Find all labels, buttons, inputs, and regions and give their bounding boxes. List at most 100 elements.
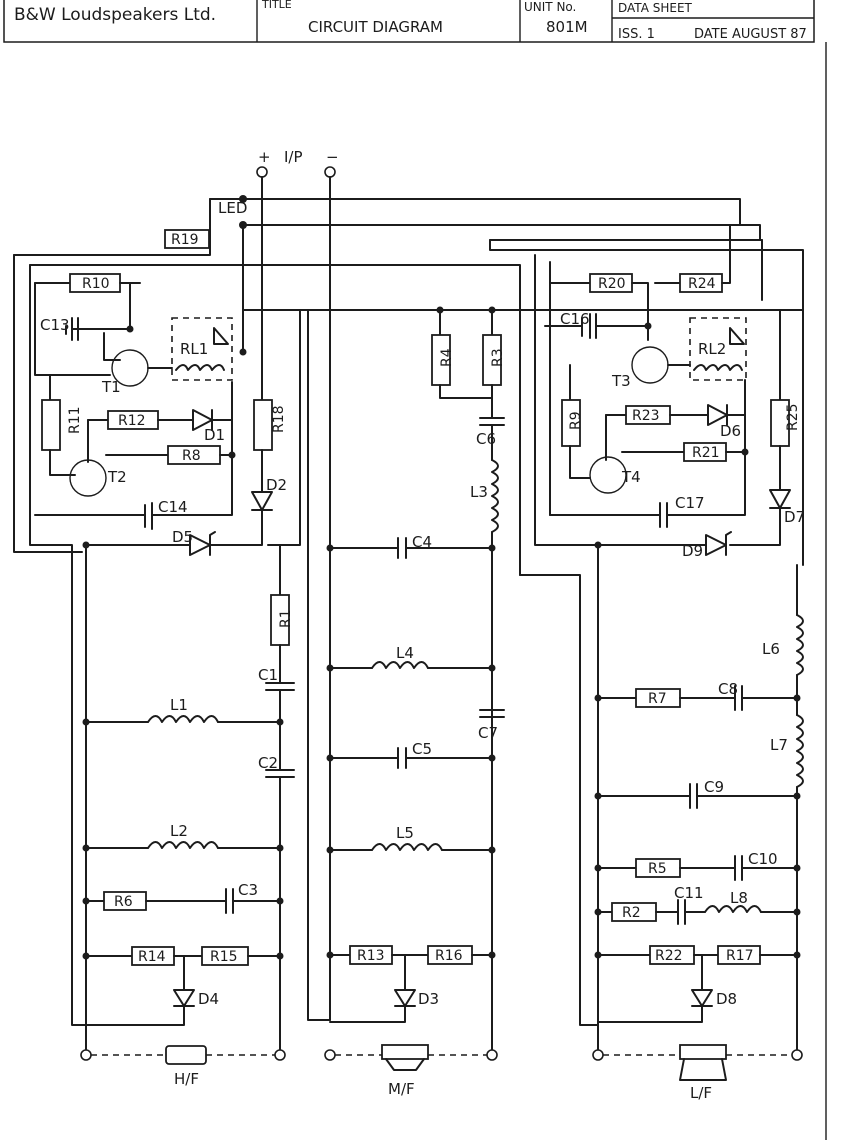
company-name: B&W Loudspeakers Ltd.: [14, 5, 216, 25]
RL2-label: RL2: [698, 340, 726, 358]
C7-label: C7: [478, 724, 498, 742]
R11-label: R11: [67, 406, 83, 434]
input-label: I/P: [284, 148, 303, 166]
R11-resistor: [41, 399, 61, 451]
unit-caption: UNIT No.: [524, 0, 576, 14]
hf-tweeter: [165, 1045, 207, 1065]
R10-label: R10: [82, 276, 110, 292]
C8-label: C8: [718, 680, 738, 698]
R23-label: R23: [632, 408, 660, 424]
D9-label: D9: [682, 542, 703, 560]
R21-label: R21: [692, 445, 720, 461]
junction-dots: [82, 306, 801, 960]
D8-label: D8: [716, 990, 737, 1008]
document-title: CIRCUIT DIAGRAM: [308, 18, 443, 36]
bus-wiring: [13, 176, 804, 1026]
D5-label: D5: [172, 528, 193, 546]
issue-number: ISS. 1: [618, 27, 655, 42]
T2-transistor: [69, 459, 107, 497]
lf-terminal-left: [592, 1049, 604, 1061]
D3-label: D3: [418, 990, 439, 1008]
lf-driver: [679, 1044, 727, 1060]
R12-label: R12: [118, 413, 146, 429]
title-caption: TITLE: [261, 0, 292, 11]
T1-label: T1: [101, 378, 121, 396]
D7-label: D7: [784, 508, 805, 526]
input-minus-label: −: [326, 148, 339, 166]
mf-section: R4 R3 C6 L3 C4 L4 C7 C5 L5 R13 R16 D3: [324, 309, 506, 1098]
C16-label: C16: [560, 310, 590, 328]
lf-section: R20 R24 C16 T3 RL2 R9 R23 D6 T4 R21 R25: [544, 224, 805, 1102]
input-plus-terminal: [256, 166, 268, 178]
R20-label: R20: [598, 276, 626, 292]
R24-label: R24: [688, 276, 716, 292]
unit-number: 801M: [546, 18, 588, 36]
C6-label: C6: [476, 430, 496, 448]
R22-label: R22: [655, 948, 683, 964]
T3-transistor: [631, 346, 669, 384]
input-minus-terminal: [324, 166, 336, 178]
mf-label: M/F: [388, 1080, 415, 1098]
lf-label: L/F: [690, 1084, 712, 1102]
hf-terminal-right: [274, 1049, 286, 1061]
R6-label: R6: [114, 894, 133, 910]
L2-label: L2: [170, 822, 188, 840]
C2-label: C2: [258, 754, 278, 772]
T3-label: T3: [611, 372, 631, 390]
R19-label: R19: [171, 232, 199, 248]
R8-label: R8: [182, 448, 201, 464]
L3-label: L3: [470, 483, 488, 501]
RL1-relay: [171, 317, 233, 381]
L4-label: L4: [396, 644, 414, 662]
R18-label: R18: [271, 405, 287, 433]
T4-transistor: [589, 456, 627, 494]
D1-label: D1: [204, 426, 225, 444]
input-plus-label: +: [258, 148, 271, 166]
RL2-relay: [689, 317, 747, 381]
L8-label: L8: [730, 889, 748, 907]
R2-label: R2: [622, 905, 641, 921]
C4-label: C4: [412, 533, 432, 551]
C5-label: C5: [412, 740, 432, 758]
D6-label: D6: [720, 422, 741, 440]
R3-label: R3: [490, 348, 506, 367]
C1-label: C1: [258, 666, 278, 684]
R16-label: R16: [435, 948, 463, 964]
D2-label: D2: [266, 476, 287, 494]
R4-label: R4: [439, 348, 455, 367]
R5-label: R5: [648, 861, 667, 877]
R1-label: R1: [278, 609, 294, 628]
R25-label: R25: [785, 403, 801, 431]
hf-section: R10 C13 T1 RL1 R11 R12 D1 T2 R8 R1: [34, 224, 295, 1088]
led-label: LED: [218, 199, 247, 217]
T2-label: T2: [107, 468, 127, 486]
L5-label: L5: [396, 824, 414, 842]
input-terminals: + I/P − LED: [218, 148, 339, 229]
R7-label: R7: [648, 691, 667, 707]
L6-label: L6: [762, 640, 780, 658]
R9-label: R9: [568, 411, 584, 430]
hf-label: H/F: [174, 1070, 199, 1088]
lf-terminal-right: [791, 1049, 803, 1061]
R18-resistor: [253, 399, 273, 451]
issue-date: DATE AUGUST 87: [694, 27, 807, 42]
hf-terminal-left: [80, 1049, 92, 1061]
R15-label: R15: [210, 949, 238, 965]
mf-driver: [381, 1044, 429, 1060]
C17-label: C17: [675, 494, 705, 512]
sheet-caption: DATA SHEET: [618, 1, 693, 15]
R14-label: R14: [138, 949, 166, 965]
L1-label: L1: [170, 696, 188, 714]
R19-group: R19: [164, 229, 210, 249]
RL1-label: RL1: [180, 340, 208, 358]
D4-label: D4: [198, 990, 219, 1008]
T4-label: T4: [621, 468, 641, 486]
R19-resistor: [164, 229, 210, 249]
C14-label: C14: [158, 498, 188, 516]
C10-label: C10: [748, 850, 778, 868]
mf-terminal-left: [324, 1049, 336, 1061]
C3-label: C3: [238, 881, 258, 899]
mf-terminal-right: [486, 1049, 498, 1061]
